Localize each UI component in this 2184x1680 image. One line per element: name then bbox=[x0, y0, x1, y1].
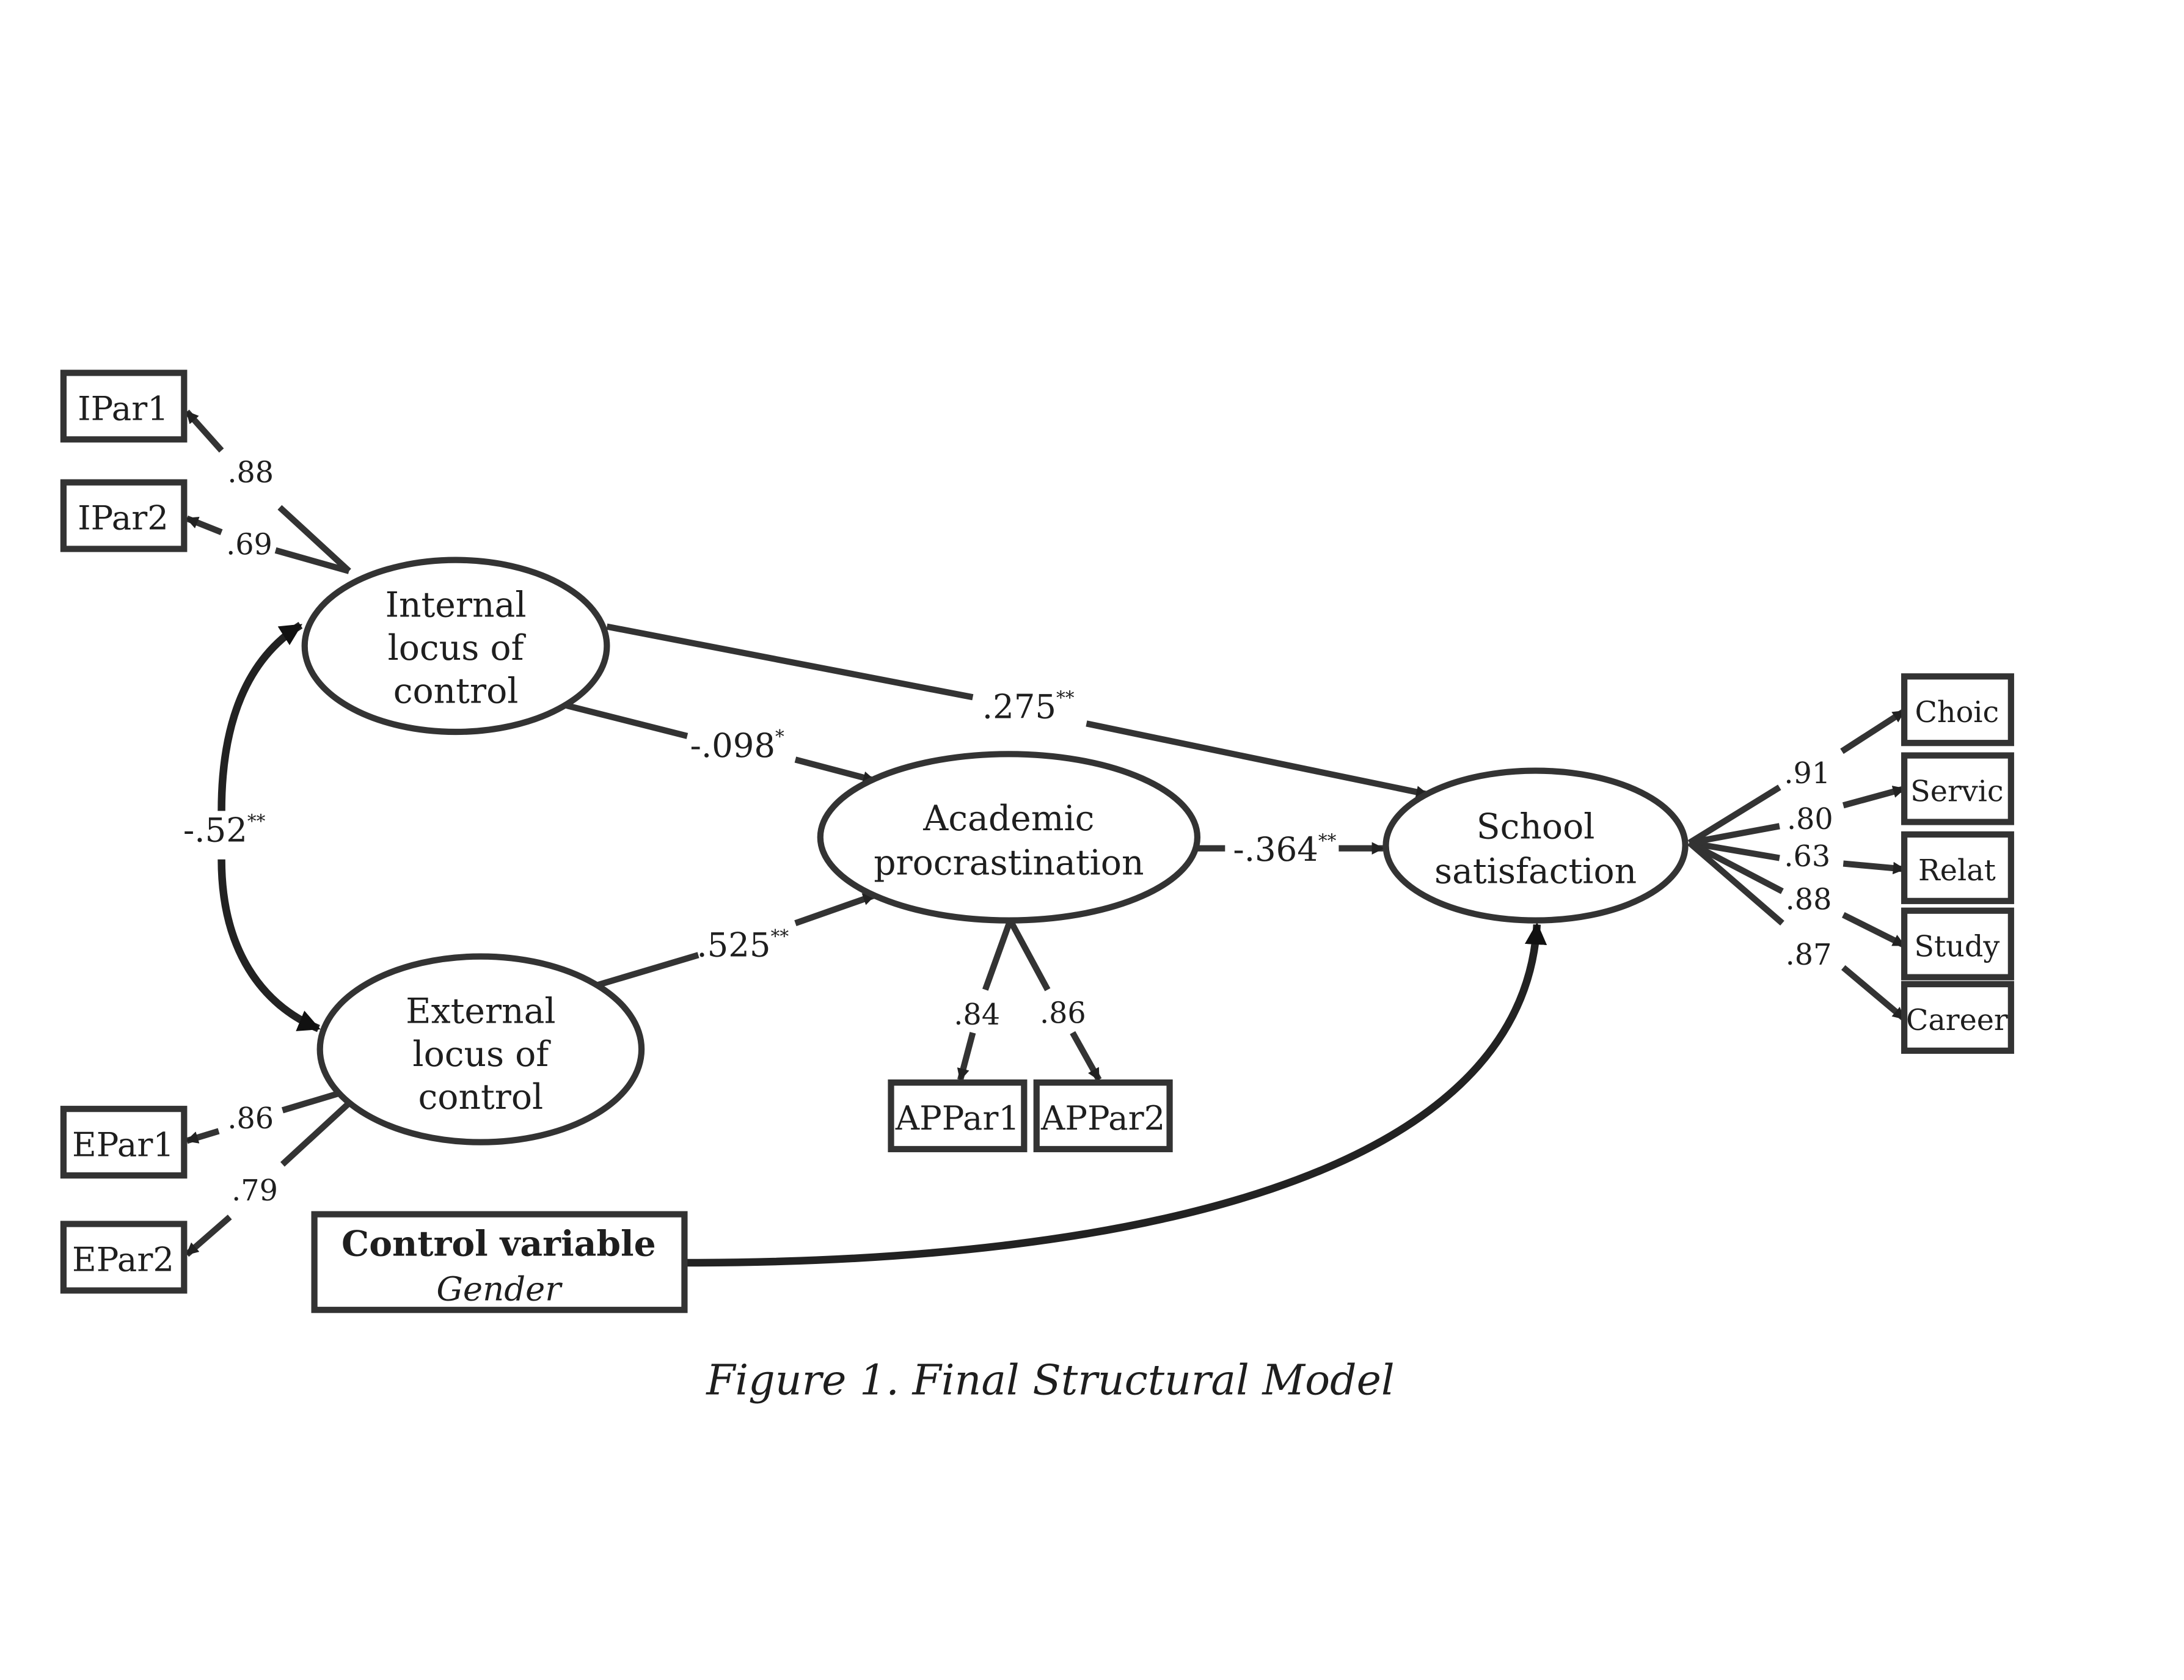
loading-epar2: .79 bbox=[232, 1174, 278, 1208]
path-label-external-academic: .525** bbox=[696, 926, 789, 965]
loading-appar1: .84 bbox=[954, 998, 1000, 1032]
loading-career: .87 bbox=[1786, 938, 1832, 972]
edge-academic-appar2-a bbox=[1007, 919, 1051, 992]
figure-caption: Figure 1. Final Structural Model bbox=[705, 1357, 1394, 1405]
loading-ipar2: .69 bbox=[226, 528, 272, 562]
latent-external-label-1: External bbox=[406, 992, 555, 1032]
control-variable-title: Control variable bbox=[341, 1224, 656, 1265]
path-value-internal-school: .275 bbox=[982, 687, 1056, 726]
latent-school-label-1: School bbox=[1477, 807, 1595, 847]
edge-external-epar2-b bbox=[184, 1214, 232, 1257]
loading-study: .88 bbox=[1786, 883, 1832, 916]
path-external-academic-b bbox=[794, 892, 876, 926]
indicator-servic: Servic bbox=[1901, 752, 2014, 825]
edge-external-epar2-a bbox=[280, 1098, 354, 1167]
edge-internal-ipar2-a bbox=[274, 547, 350, 574]
indicator-relat: Relat bbox=[1901, 831, 2014, 904]
path-internal-school-a bbox=[606, 623, 974, 701]
edge-school-career-a bbox=[1687, 840, 1784, 926]
edge-school-choic-a bbox=[1687, 784, 1781, 845]
latent-external-locus: External locus of control bbox=[316, 953, 645, 1145]
indicator-ipar1-label: IPar1 bbox=[78, 389, 169, 428]
edge-school-servic-b bbox=[1842, 786, 1906, 809]
edge-school-study-a bbox=[1688, 840, 1784, 894]
latent-school-satisfaction: School satisfaction bbox=[1382, 767, 1689, 924]
edge-school-servic-a bbox=[1689, 823, 1780, 846]
path-internal-school-b bbox=[1086, 720, 1429, 798]
indicator-epar1: EPar1 bbox=[60, 1106, 188, 1179]
indicator-epar2-label: EPar2 bbox=[72, 1240, 174, 1279]
indicator-epar1-label: EPar1 bbox=[72, 1125, 174, 1164]
loading-choic: .91 bbox=[1784, 757, 1830, 791]
path-label-covariance: -.52** bbox=[183, 810, 266, 849]
path-value-external-academic: .525 bbox=[696, 926, 770, 965]
loading-servic: .80 bbox=[1787, 803, 1833, 836]
indicator-ipar2: IPar2 bbox=[60, 479, 188, 552]
edge-school-relat-a bbox=[1689, 839, 1780, 861]
edge-external-epar1-b bbox=[185, 1128, 220, 1144]
indicator-career: Career bbox=[1901, 981, 2014, 1054]
indicator-epar2: EPar2 bbox=[60, 1221, 188, 1294]
indicator-ipar1: IPar1 bbox=[60, 370, 188, 443]
indicator-appar2: APPar2 bbox=[1033, 1079, 1173, 1153]
latent-academic-label-2: procrastination bbox=[874, 843, 1144, 883]
edge-internal-ipar1-a bbox=[277, 505, 351, 574]
edge-internal-ipar1-b bbox=[184, 409, 224, 453]
edge-school-choic-b bbox=[1840, 708, 1906, 754]
latent-school-label-2: satisfaction bbox=[1434, 851, 1637, 891]
path-value-covariance: -.52 bbox=[183, 810, 247, 849]
edge-academic-appar1-a bbox=[982, 919, 1013, 991]
latent-academic-label-1: Academic bbox=[922, 798, 1094, 839]
path-label-academic-school: -.364** bbox=[1233, 830, 1336, 869]
latent-external-label-2: locus of bbox=[412, 1034, 551, 1075]
covariance-internal-external-lower bbox=[217, 859, 321, 1032]
path-external-academic-a bbox=[594, 952, 699, 989]
edge-external-epar1-a bbox=[281, 1090, 339, 1114]
path-value-internal-academic: -.098 bbox=[690, 726, 775, 765]
indicator-choic-label: Choic bbox=[1915, 696, 1999, 729]
edge-academic-appar1-b bbox=[957, 1032, 976, 1081]
path-value-academic-school: -.364 bbox=[1233, 830, 1318, 869]
latent-internal-label-2: locus of bbox=[388, 628, 527, 668]
path-sig-external-academic: ** bbox=[771, 926, 789, 947]
loading-epar1: .86 bbox=[227, 1102, 274, 1136]
path-label-internal-academic: -.098* bbox=[690, 726, 784, 765]
indicator-appar2-label: APPar2 bbox=[1040, 1098, 1165, 1138]
indicator-ipar2-label: IPar2 bbox=[78, 499, 169, 538]
latent-internal-label-1: Internal bbox=[385, 585, 527, 626]
loading-appar2: .86 bbox=[1040, 997, 1086, 1031]
control-variable-subtitle: Gender bbox=[436, 1269, 563, 1308]
indicator-appar1-label: APPar1 bbox=[895, 1098, 1020, 1138]
path-sig-academic-school: ** bbox=[1318, 830, 1337, 851]
path-sig-internal-school: ** bbox=[1056, 688, 1075, 709]
path-internal-academic-a bbox=[566, 702, 688, 739]
control-variable-box: Control variable Gender bbox=[311, 1211, 688, 1313]
path-internal-academic-b bbox=[794, 756, 876, 784]
path-sig-internal-academic: * bbox=[775, 726, 784, 747]
latent-external-label-3: control bbox=[418, 1077, 544, 1117]
path-control-school bbox=[684, 922, 1547, 1267]
edge-academic-appar2-b bbox=[1070, 1031, 1102, 1082]
indicator-study-label: Study bbox=[1914, 930, 2000, 964]
indicator-career-label: Career bbox=[1906, 1004, 2008, 1037]
covariance-internal-external-upper bbox=[217, 622, 303, 811]
path-label-internal-school: .275** bbox=[982, 687, 1075, 726]
loading-ipar1: .88 bbox=[227, 456, 274, 490]
edge-school-career-b bbox=[1841, 965, 1907, 1021]
indicator-choic: Choic bbox=[1901, 673, 2014, 747]
edge-school-study-b bbox=[1842, 911, 1906, 949]
edge-internal-ipar2-b bbox=[185, 515, 223, 536]
path-sig-covariance: ** bbox=[247, 811, 266, 832]
indicator-study: Study bbox=[1901, 907, 2014, 981]
indicator-servic-label: Servic bbox=[1910, 775, 2003, 808]
latent-internal-locus: Internal locus of control bbox=[301, 557, 610, 736]
indicator-appar1: APPar1 bbox=[888, 1079, 1028, 1153]
indicator-relat-label: Relat bbox=[1918, 854, 1996, 888]
latent-internal-label-3: control bbox=[393, 671, 519, 711]
edge-school-relat-b bbox=[1843, 860, 1906, 875]
latent-academic-procrastination: Academic procrastination bbox=[817, 751, 1201, 924]
loading-relat: .63 bbox=[1784, 840, 1830, 874]
